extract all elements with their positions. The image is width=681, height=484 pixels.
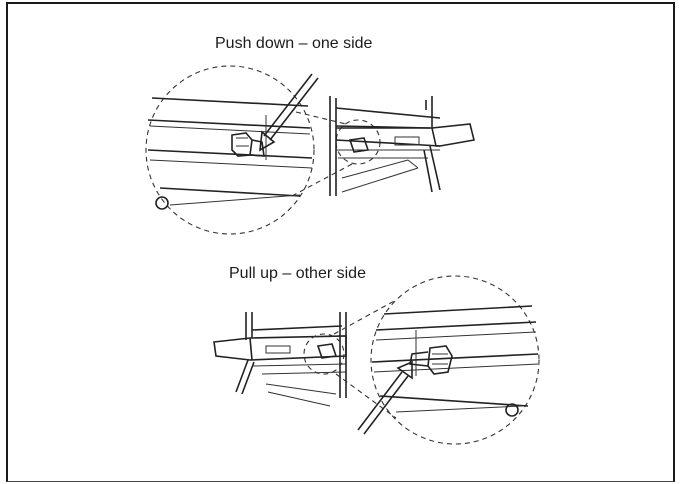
bottom-drawer xyxy=(213,312,347,407)
instruction-push-down: Push down – one side xyxy=(215,35,373,52)
top-zoom-circle xyxy=(145,65,319,235)
top-drawer xyxy=(329,96,475,196)
top-drawer-illustration xyxy=(145,65,475,235)
bottom-zoom-circle xyxy=(357,275,540,445)
bottom-drawer-illustration xyxy=(213,275,540,445)
instruction-pull-up: Pull up – other side xyxy=(229,265,366,282)
diagram-frame xyxy=(6,2,675,482)
